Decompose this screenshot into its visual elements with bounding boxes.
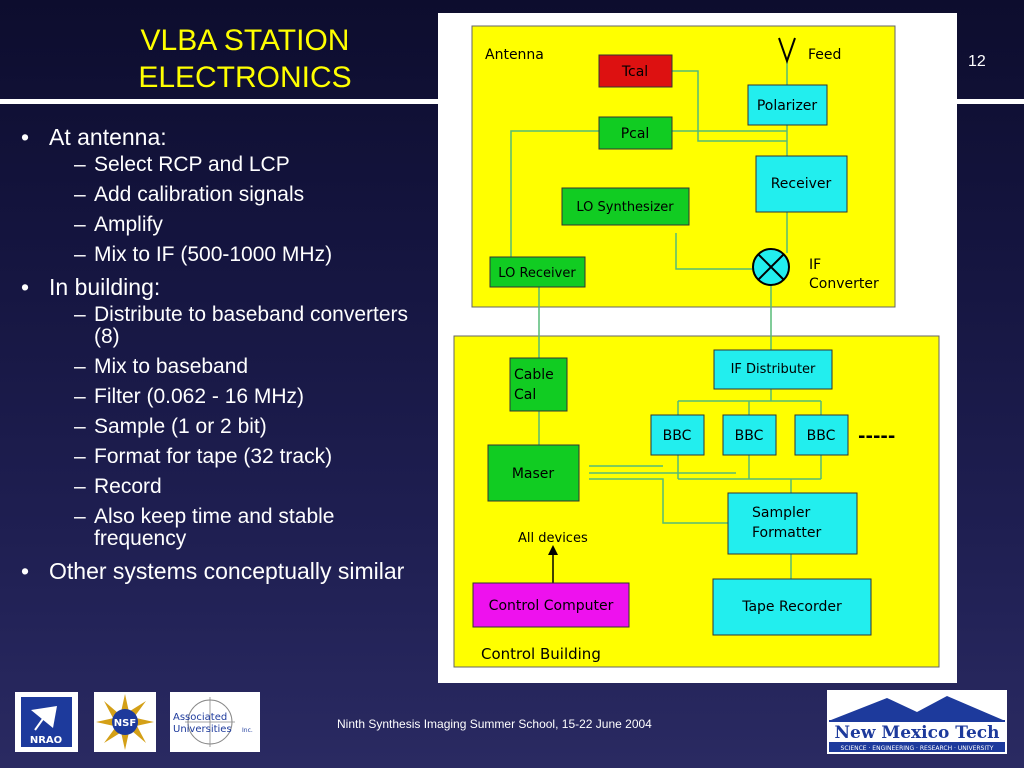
tape-recorder-box (712, 578, 872, 636)
maser-box (487, 444, 580, 502)
cable-cal-label-1: Cable (514, 367, 554, 383)
all-devices-label: All devices (518, 531, 588, 546)
if-distributer-box (713, 349, 833, 390)
cable-cal-box (509, 357, 568, 412)
sub-bullet-item: Add calibration signals (49, 184, 428, 207)
title-divider-left (0, 99, 440, 104)
bullet-text: In building: (49, 274, 161, 300)
nmt-logo-tagline: SCIENCE · ENGINEERING · RESEARCH · UNIVE… (841, 745, 994, 752)
aui-logo-text-3: Inc. (242, 727, 253, 734)
bullet-item: At antenna: Select RCP and LCP Add calib… (18, 124, 428, 266)
bullet-list: At antenna: Select RCP and LCP Add calib… (18, 122, 428, 584)
aui-logo-text-1: Associated (173, 712, 227, 723)
sampler-label-2: Formatter (752, 525, 821, 541)
sub-bullet-item: Amplify (49, 214, 428, 237)
bullet-text: Other systems conceptually similar (49, 558, 405, 584)
title-line-1: VLBA STATION (140, 24, 350, 57)
control-computer-box (472, 582, 630, 628)
cable-cal-label-2: Cal (514, 387, 536, 403)
bbc-more-dashes: ----- (858, 426, 895, 447)
signal-wires (510, 61, 822, 579)
receiver-label: Receiver (771, 176, 832, 192)
bbc-box-3 (794, 414, 849, 456)
sub-bullet-item: Filter (0.062 - 16 MHz) (49, 386, 428, 409)
aui-logo: Associated Universities Inc. (170, 692, 260, 752)
bbc-label-3: BBC (807, 428, 836, 444)
sub-bullet-item: Mix to IF (500-1000 MHz) (49, 244, 428, 267)
bullet-item: In building: Distribute to baseband conv… (18, 274, 428, 550)
title-line-2: ELECTRONICS (138, 61, 352, 94)
control-building-label: Control Building (481, 645, 601, 663)
sub-bullet-item: Mix to baseband (49, 356, 428, 379)
lo-synthesizer-label: LO Synthesizer (576, 200, 674, 215)
lo-receiver-box (489, 256, 586, 288)
vlba-block-diagram: Antenna Feed Tcal Pcal Polarizer Receive… (453, 25, 940, 668)
sub-bullet-list: Distribute to baseband converters (8) Mi… (49, 304, 428, 550)
control-computer-label: Control Computer (489, 598, 614, 614)
nsf-logo: NSF (94, 692, 156, 752)
bbc-box-1 (650, 414, 705, 456)
bbc-label-2: BBC (735, 428, 764, 444)
sampler-formatter-box (727, 492, 858, 555)
nsf-logo-text: NSF (114, 718, 136, 729)
slide-number: 12 (968, 53, 986, 70)
receiver-box (755, 155, 848, 213)
sub-bullet-list: Select RCP and LCP Add calibration signa… (49, 154, 428, 267)
sub-bullet-item: Also keep time and stable frequency (49, 506, 428, 550)
maser-label: Maser (512, 466, 555, 482)
nmt-logo: New Mexico Tech SCIENCE · ENGINEERING · … (827, 690, 1007, 754)
feed-icon (778, 37, 796, 65)
polarizer-label: Polarizer (757, 98, 818, 114)
bullet-item: Other systems conceptually similar (18, 558, 428, 584)
pcal-box (598, 116, 673, 150)
if-converter-label-1: IF (809, 257, 821, 273)
pcal-label: Pcal (621, 126, 650, 142)
all-devices-arrow (548, 545, 558, 583)
sub-bullet-item: Format for tape (32 track) (49, 446, 428, 469)
diagram-frame: Antenna Feed Tcal Pcal Polarizer Receive… (438, 13, 957, 683)
if-converter-label-2: Converter (809, 276, 879, 292)
tape-recorder-label: Tape Recorder (741, 599, 842, 615)
tcal-box (598, 54, 673, 88)
sub-bullet-item: Select RCP and LCP (49, 154, 428, 177)
polarizer-box (747, 84, 828, 126)
tcal-label: Tcal (621, 64, 648, 80)
antenna-label: Antenna (485, 47, 544, 63)
nrao-logo-text: NRAO (30, 735, 62, 746)
title-divider-right (955, 99, 1024, 104)
slide-title: VLBA STATION ELECTRONICS (70, 22, 420, 96)
nrao-logo: NRAO (15, 692, 78, 752)
bullet-text: At antenna: (49, 124, 167, 150)
bbc-box-2 (722, 414, 777, 456)
footer-text: Ninth Synthesis Imaging Summer School, 1… (337, 717, 652, 731)
lo-synthesizer-box (561, 187, 690, 226)
sub-bullet-item: Sample (1 or 2 bit) (49, 416, 428, 439)
feed-label: Feed (808, 47, 841, 63)
bbc-label-1: BBC (663, 428, 692, 444)
sampler-label-1: Sampler (752, 505, 810, 521)
if-distributer-label: IF Distributer (731, 362, 816, 377)
nmt-logo-text: New Mexico Tech (835, 723, 1000, 743)
lo-receiver-label: LO Receiver (498, 266, 576, 281)
sub-bullet-item: Distribute to baseband converters (8) (49, 304, 428, 348)
aui-logo-text-2: Universities (173, 724, 232, 735)
if-converter-mixer-icon (752, 248, 790, 286)
sub-bullet-item: Record (49, 476, 428, 499)
